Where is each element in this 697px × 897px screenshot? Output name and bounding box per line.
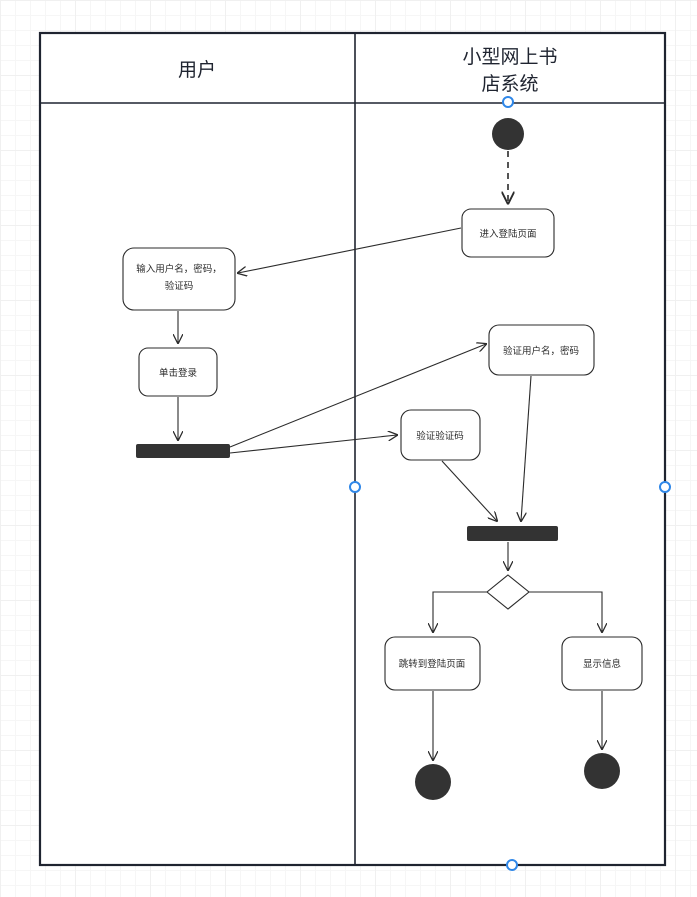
join-bar-icon[interactable] [467,526,558,541]
node-input-credentials[interactable]: 输入用户名，密码， 验证码 [122,247,236,311]
action-box[interactable] [488,324,595,376]
edge-decision-to-show-message[interactable] [529,591,602,632]
action-box[interactable] [561,636,643,691]
action-box[interactable] [384,636,481,691]
action-label-enter-login-page: 进入登陆页面 [479,228,536,240]
action-label-input-credentials-line2: 验证码 [165,280,194,292]
action-label-jump-login-page: 跳转到登陆页面 [399,658,466,670]
fork-bar-icon[interactable] [136,444,230,458]
action-box[interactable] [138,347,218,397]
action-label-input-credentials-line1: 输入用户名，密码， [136,263,222,275]
node-decision[interactable] [486,574,530,610]
node-fork-bar[interactable] [136,444,230,458]
node-join-bar[interactable] [467,526,558,541]
action-box[interactable] [122,247,236,311]
lane-header-system[interactable]: 小型网上书 店系统 [462,46,557,95]
node-jump-login-page[interactable]: 跳转到登陆页面 [384,636,481,691]
node-verify-captcha[interactable]: 验证验证码 [400,409,481,461]
node-final-right[interactable] [584,753,620,789]
initial-node-icon[interactable] [492,118,524,150]
selection-handle-bottom-edge[interactable] [506,859,518,871]
lane-title-system-line1: 小型网上书 [462,46,557,68]
final-node-icon[interactable] [584,753,620,789]
node-initial[interactable] [492,118,524,150]
node-show-message[interactable]: 显示信息 [561,636,643,691]
final-node-icon[interactable] [415,764,451,800]
edge-fork-to-verify-captcha[interactable] [229,435,397,454]
selection-handle-divider-mid[interactable] [349,481,361,493]
edge-layer [178,151,602,760]
node-click-login[interactable]: 单击登录 [138,347,218,397]
edge-enter-login-page-to-input-credentials[interactable] [238,227,462,273]
swimlane-container[interactable] [38,31,667,867]
node-enter-login-page[interactable]: 进入登陆页面 [461,208,555,258]
action-box[interactable] [400,409,481,461]
lane-title-user: 用户 [178,59,216,81]
action-box[interactable] [461,208,555,258]
selection-handle-layer[interactable] [349,96,671,871]
action-label-show-message: 显示信息 [583,658,621,670]
edge-fork-to-verify-credentials[interactable] [229,344,486,448]
node-final-left[interactable] [415,764,451,800]
selection-handle-header-divider[interactable] [502,96,514,108]
node-verify-credentials[interactable]: 验证用户名，密码 [488,324,595,376]
lane-title-system-line2: 店系统 [481,73,538,95]
action-label-verify-credentials: 验证用户名，密码 [503,345,579,357]
selection-handle-right-edge[interactable] [659,481,671,493]
action-label-click-login: 单击登录 [159,367,198,379]
lane-header-user[interactable]: 用户 [178,59,216,81]
edge-verify-credentials-to-join[interactable] [521,375,532,521]
decision-diamond-icon[interactable] [486,574,530,610]
action-label-verify-captcha: 验证验证码 [416,430,464,442]
edge-verify-captcha-to-join[interactable] [441,460,497,521]
edge-decision-to-jump-login-page[interactable] [433,591,487,632]
swimlane-frame[interactable] [38,31,667,867]
